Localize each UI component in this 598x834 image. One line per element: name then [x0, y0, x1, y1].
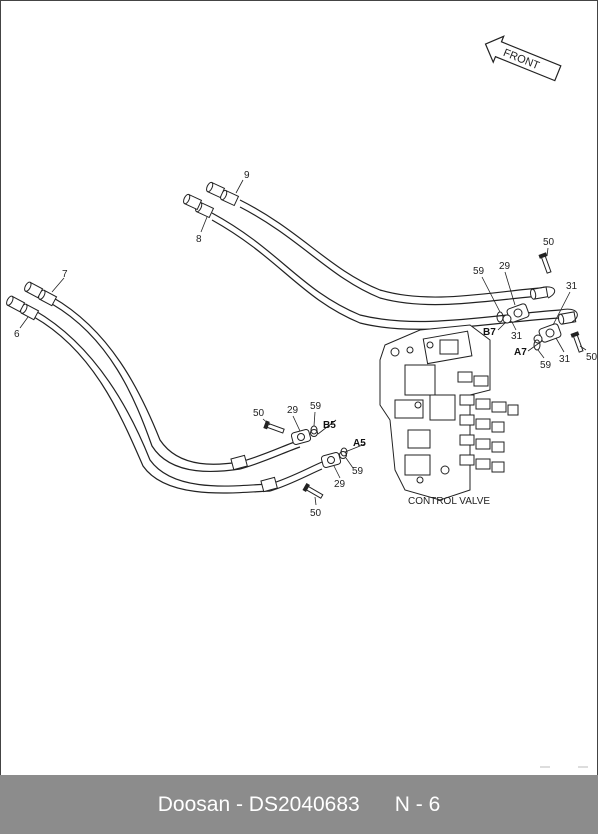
right-fitting-lower [557, 311, 577, 326]
hose-end-8b [181, 192, 202, 210]
bolt-50-left [263, 420, 285, 434]
flange-a7 [533, 323, 562, 344]
label-part-50-low: 50 [310, 508, 322, 519]
flange-a5 [320, 451, 347, 468]
label-part-59-top: 59 [473, 266, 485, 277]
label-part-31-top: 31 [566, 281, 578, 292]
label-part-29-top: 29 [499, 261, 511, 272]
oring-59-low [340, 447, 348, 457]
footer-gap [360, 793, 395, 817]
hose-end-9b [204, 180, 225, 198]
leader-lines [19, 179, 587, 506]
label-port-a5: A5 [353, 438, 366, 449]
oring-59-top [496, 311, 504, 323]
valve-spools [457, 371, 519, 473]
footer-page: N - 6 [394, 792, 441, 816]
label-port-b5: B5 [323, 420, 336, 431]
footer-brand: Doosan [157, 792, 231, 816]
hose-sleeve-left-2 [260, 476, 278, 493]
bolt-50-top [538, 252, 552, 274]
label-part-59-mid: 59 [540, 360, 552, 371]
hydraulic-hose-diagram: FRONT [4, 35, 598, 768]
label-part-50-left: 50 [253, 408, 265, 419]
label-part-59-left: 59 [310, 401, 322, 412]
label-part-9: 9 [244, 170, 250, 181]
hose-lower-pair [33, 296, 323, 494]
label-part-31-right: 31 [559, 354, 571, 365]
label-port-a7: A7 [514, 347, 527, 358]
label-part-50-right: 50 [586, 352, 598, 363]
label-part-8: 8 [196, 234, 202, 245]
flange-b5 [290, 429, 318, 445]
label-part-29-low: 29 [334, 479, 346, 490]
hose-end-6b [4, 294, 26, 313]
footer-part-number: DS2040683 [248, 792, 360, 816]
front-arrow-icon: FRONT [484, 35, 562, 82]
right-fitting-upper [529, 286, 549, 301]
hose-end-7b [22, 280, 44, 299]
hose-upper-elbow-2 [559, 308, 578, 323]
hose-upper-elbow [539, 286, 556, 299]
label-part-29-left: 29 [287, 405, 299, 416]
control-valve-label: CONTROL VALVE [408, 496, 490, 507]
footer-separator: - [230, 792, 249, 816]
oring-59-mid [533, 339, 541, 351]
label-part-6: 6 [14, 329, 20, 340]
bolt-50-right [570, 331, 584, 353]
hose-sleeve-left-1 [230, 454, 248, 471]
bolt-50-low [302, 483, 324, 499]
label-port-b7: B7 [483, 327, 496, 338]
label-part-50-top: 50 [543, 237, 555, 248]
footer-bar: Doosan - DS2040683 N - 6 [0, 775, 598, 834]
label-part-31-mid: 31 [511, 331, 523, 342]
diagram-frame [0, 0, 598, 776]
flange-b7 [502, 303, 530, 324]
label-part-7: 7 [62, 269, 68, 280]
label-part-59-low: 59 [352, 466, 364, 477]
control-valve [379, 324, 519, 501]
